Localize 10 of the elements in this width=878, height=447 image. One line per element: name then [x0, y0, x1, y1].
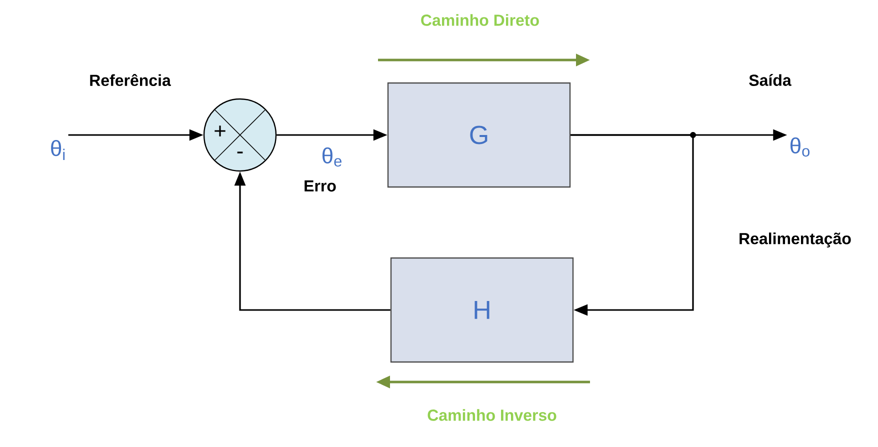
text-label: Erro [304, 180, 336, 192]
summing-junction: + - [203, 98, 277, 172]
text-label: Realimentação [740, 232, 851, 248]
text-label: Saída [749, 74, 792, 86]
arrow [570, 134, 694, 316]
block-box: G [387, 82, 571, 188]
block-box: H [390, 257, 574, 363]
signal-label: θ$_{o}$ [790, 137, 810, 157]
edge-label: θ$_{e}$ [320, 146, 344, 168]
signal-label: θ$_{i}$ [51, 140, 65, 160]
